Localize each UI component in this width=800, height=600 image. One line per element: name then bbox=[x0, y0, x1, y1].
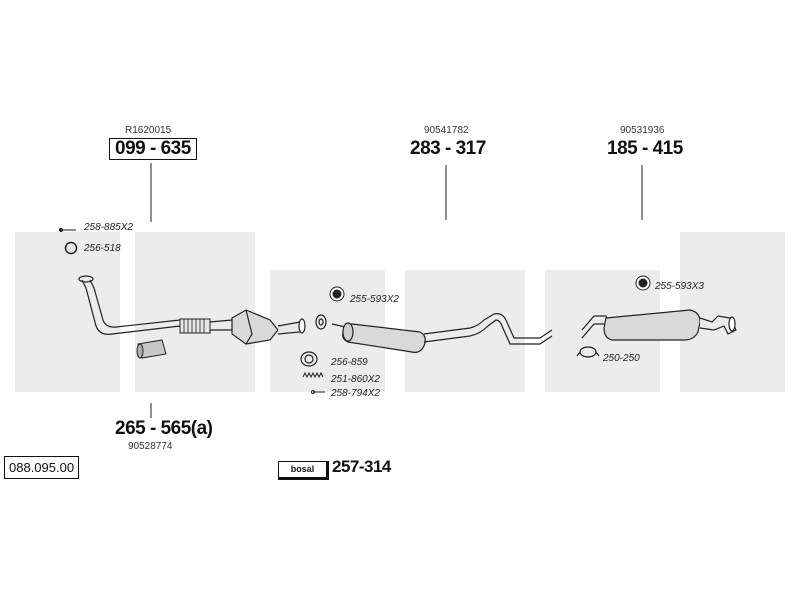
part-label[interactable]: 255-593X2 bbox=[350, 294, 399, 305]
part-label[interactable]: 258-885X2 bbox=[84, 222, 133, 233]
assembly-code[interactable]: 099 - 635 bbox=[109, 138, 197, 160]
flex-pipe bbox=[179, 318, 211, 334]
bolt-part bbox=[59, 228, 76, 232]
assembly-ref: 90541782 bbox=[424, 125, 469, 136]
part-label[interactable]: 258-794X2 bbox=[331, 388, 380, 399]
small-bolt bbox=[311, 390, 325, 394]
catalytic-converter bbox=[231, 309, 306, 345]
part-label[interactable]: 250-250 bbox=[603, 353, 640, 364]
part-label[interactable]: 256-859 bbox=[331, 357, 368, 368]
assembly-ref: R1620015 bbox=[125, 125, 172, 136]
spring-part bbox=[302, 371, 324, 379]
connector-pipe bbox=[209, 319, 233, 331]
center-muffler bbox=[331, 313, 553, 353]
assembly-ref: 90531936 bbox=[620, 125, 665, 136]
assembly-code[interactable]: 185 - 415 bbox=[607, 138, 683, 159]
clamp-part-rear bbox=[576, 346, 600, 358]
part-label[interactable]: 255-593X3 bbox=[655, 281, 704, 292]
gasket bbox=[315, 314, 327, 330]
assembly-code[interactable]: 265 - 565(a) bbox=[115, 418, 213, 439]
part-label[interactable]: 256-518 bbox=[84, 243, 121, 254]
rubber-mount bbox=[329, 286, 345, 302]
part-label[interactable]: 251-860X2 bbox=[331, 374, 380, 385]
ring-part bbox=[64, 241, 78, 255]
rubber-mount-rear bbox=[635, 275, 651, 291]
brand-logo: bosal bbox=[278, 461, 329, 480]
clamp-part bbox=[300, 351, 318, 367]
catalog-number: 088.095.00 bbox=[4, 456, 80, 479]
loose-pipe-piece bbox=[136, 339, 167, 359]
kit-code[interactable]: 257-314 bbox=[332, 457, 391, 476]
assembly-code[interactable]: 283 - 317 bbox=[410, 138, 486, 159]
front-pipe bbox=[78, 275, 181, 335]
assembly-ref: 90528774 bbox=[128, 441, 173, 452]
rear-muffler bbox=[581, 309, 737, 341]
